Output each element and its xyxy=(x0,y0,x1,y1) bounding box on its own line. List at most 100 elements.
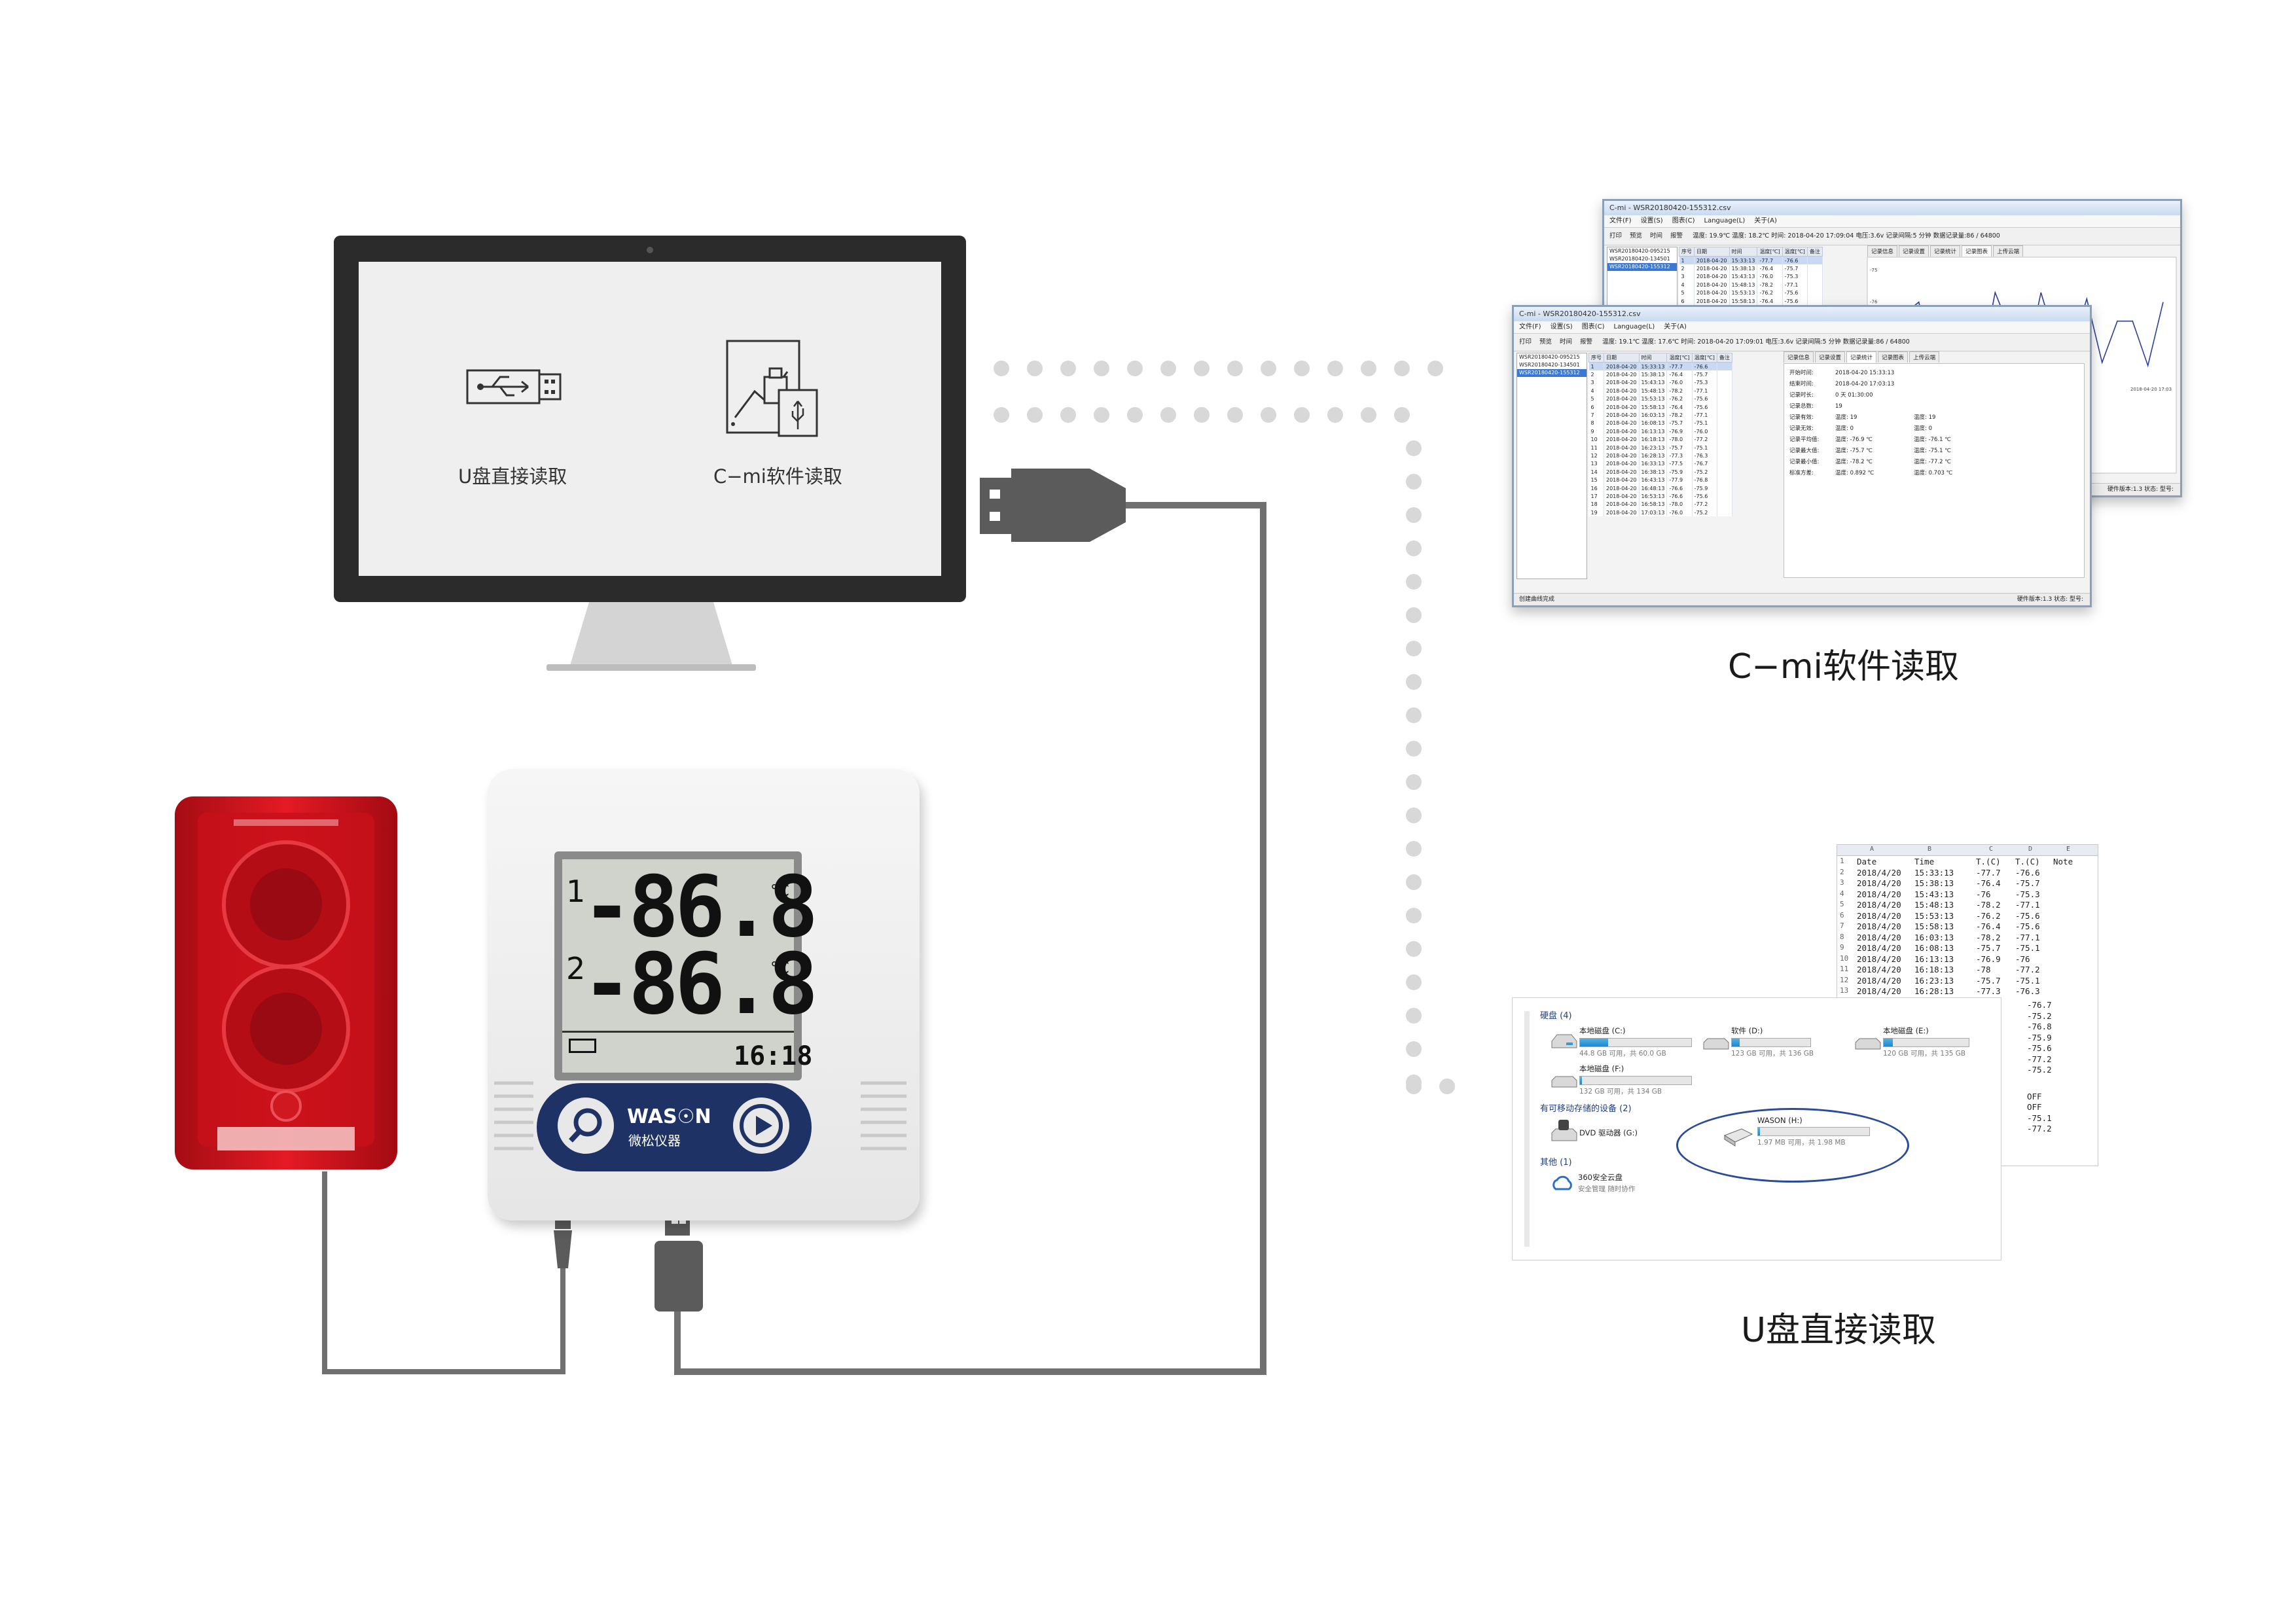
section-hard-disks[interactable]: 硬盘 (4) xyxy=(1540,1011,1572,1021)
column-header[interactable]: 序号 xyxy=(1588,353,1604,363)
preview-button[interactable]: 预览 xyxy=(1539,338,1552,346)
file-list-item[interactable]: WSR20180420-134501 xyxy=(1609,256,1670,262)
search-button[interactable] xyxy=(558,1097,614,1154)
menu-file[interactable]: 文件(F) xyxy=(1609,217,1632,224)
tab-item[interactable]: 记录设置 xyxy=(1815,351,1846,363)
column-header[interactable]: 日期 xyxy=(1604,353,1640,363)
section-removable[interactable]: 有可移动存储的设备 (2) xyxy=(1540,1104,1632,1114)
tab-item[interactable]: 上传云端 xyxy=(1909,351,1940,363)
time-button[interactable]: 时间 xyxy=(1650,232,1663,240)
file-list-item[interactable]: WSR20180420-095215 xyxy=(1609,248,1670,254)
connector-dot xyxy=(1406,641,1422,656)
column-header[interactable]: 备注 xyxy=(1716,353,1732,363)
column-header[interactable]: 温度[℃] xyxy=(1757,247,1783,257)
drive-d[interactable]: 软件 (D:) 123 GB 可用，共 136 GB xyxy=(1701,1026,1814,1058)
table-cell: -75.7 xyxy=(1692,370,1717,379)
menu-language[interactable]: Language(L) xyxy=(1704,217,1746,224)
column-letter[interactable]: B xyxy=(1928,846,1932,853)
menu-file[interactable]: 文件(F) xyxy=(1519,323,1541,330)
table-cell: -76.4 xyxy=(1666,370,1693,379)
column-header[interactable]: 备注 xyxy=(1806,247,1823,257)
file-list-item[interactable]: WSR20180420-095215 xyxy=(1519,354,1580,360)
column-header[interactable]: 时间 xyxy=(1729,247,1758,257)
connector-dot xyxy=(1127,361,1143,376)
drive-c[interactable]: 本地磁盘 (C:) 44.8 GB 可用，共 60.0 GB xyxy=(1549,1026,1692,1058)
menu-settings[interactable]: 设置(S) xyxy=(1550,323,1573,330)
tab-item[interactable]: 记录统计 xyxy=(1846,351,1877,363)
tab-item[interactable]: 记录图表 xyxy=(1962,245,1992,257)
preview-button[interactable]: 预览 xyxy=(1630,232,1643,240)
info-cell: 0 天 01:30:00 xyxy=(1835,392,1873,399)
alarm-button[interactable]: 报警 xyxy=(1670,232,1683,240)
file-list-item[interactable]: WSR20180420-155312 xyxy=(1607,263,1677,271)
column-header[interactable]: 序号 xyxy=(1679,247,1695,257)
time-button[interactable]: 时间 xyxy=(1560,338,1573,346)
play-button[interactable] xyxy=(733,1097,789,1154)
menu-about[interactable]: 关于(A) xyxy=(1754,217,1777,224)
print-button[interactable]: 打印 xyxy=(1609,232,1623,240)
tab-item[interactable]: 记录统计 xyxy=(1930,245,1961,257)
menu-language[interactable]: Language(L) xyxy=(1613,323,1655,330)
column-letter[interactable]: E xyxy=(2066,846,2071,853)
section-other[interactable]: 其他 (1) xyxy=(1540,1158,1572,1168)
tab-item[interactable]: 上传云端 xyxy=(1993,245,2024,257)
info-cell: 记录时长: xyxy=(1789,392,1814,399)
connector-dot xyxy=(1227,407,1243,423)
menu-settings[interactable]: 设置(S) xyxy=(1640,217,1663,224)
tab-item[interactable]: 记录信息 xyxy=(1784,351,1814,363)
file-list-item[interactable]: WSR20180420-134501 xyxy=(1519,362,1580,368)
column-header[interactable]: 温度[℃] xyxy=(1691,353,1717,363)
drive-dvd[interactable]: DVD 驱动器 (G:) xyxy=(1549,1118,1638,1141)
column-letter[interactable]: D xyxy=(2028,846,2033,853)
menu-chart[interactable]: 图表(C) xyxy=(1581,323,1605,330)
column-header[interactable]: 日期 xyxy=(1694,247,1730,257)
column-header[interactable]: 温度[℃] xyxy=(1782,247,1808,257)
cloud-drive[interactable]: 360安全云盘 安全管理 随时协作 xyxy=(1549,1172,1635,1194)
menu-about[interactable]: 关于(A) xyxy=(1664,323,1687,330)
column-letter[interactable]: A xyxy=(1870,846,1874,853)
sheet-cell: -76 xyxy=(2015,954,2030,964)
print-button[interactable]: 打印 xyxy=(1519,338,1532,346)
sheet-cell: -75.1 xyxy=(2015,943,2040,953)
column-letter[interactable]: C xyxy=(1989,846,1994,853)
drive-f[interactable]: 本地磁盘 (F:) 132 GB 可用，共 134 GB xyxy=(1549,1063,1692,1096)
drive-e[interactable]: 本地磁盘 (E:) 120 GB 可用，共 135 GB xyxy=(1853,1026,1969,1058)
menu-chart[interactable]: 图表(C) xyxy=(1672,217,1695,224)
tab-item[interactable]: 记录图表 xyxy=(1878,351,1909,363)
table-cell: 2018-04-20 xyxy=(1604,411,1640,419)
file-list-item[interactable]: WSR20180420-155312 xyxy=(1517,369,1587,377)
tab-item[interactable]: 记录设置 xyxy=(1899,245,1929,257)
column-header[interactable]: 时间 xyxy=(1638,353,1668,363)
column-header[interactable]: 温度[℃] xyxy=(1666,353,1693,363)
explorer-scrollbar[interactable] xyxy=(1524,1011,1530,1247)
table-cell: 2018-04-20 xyxy=(1694,272,1730,281)
tab-item[interactable]: 记录信息 xyxy=(1867,245,1898,257)
alarm-button[interactable]: 报警 xyxy=(1580,338,1593,346)
